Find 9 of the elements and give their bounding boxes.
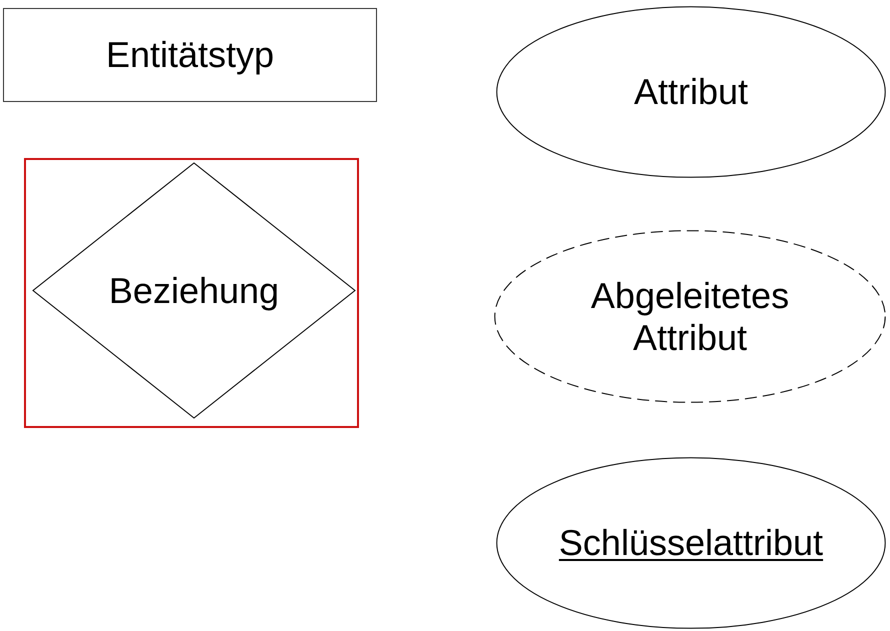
entity-box (3, 8, 377, 102)
node-label: Abgeleitetes Attribut (590, 274, 790, 358)
node-label: Schlüsselattribut (558, 522, 824, 564)
attribute-ellipse (496, 6, 886, 178)
key-attribute-ellipse (496, 457, 886, 629)
node-label: Attribut (632, 71, 750, 113)
node-label: Entitätstyp (104, 34, 276, 76)
node-label: Beziehung (108, 270, 280, 312)
derived-attribute-ellipse (494, 230, 886, 403)
